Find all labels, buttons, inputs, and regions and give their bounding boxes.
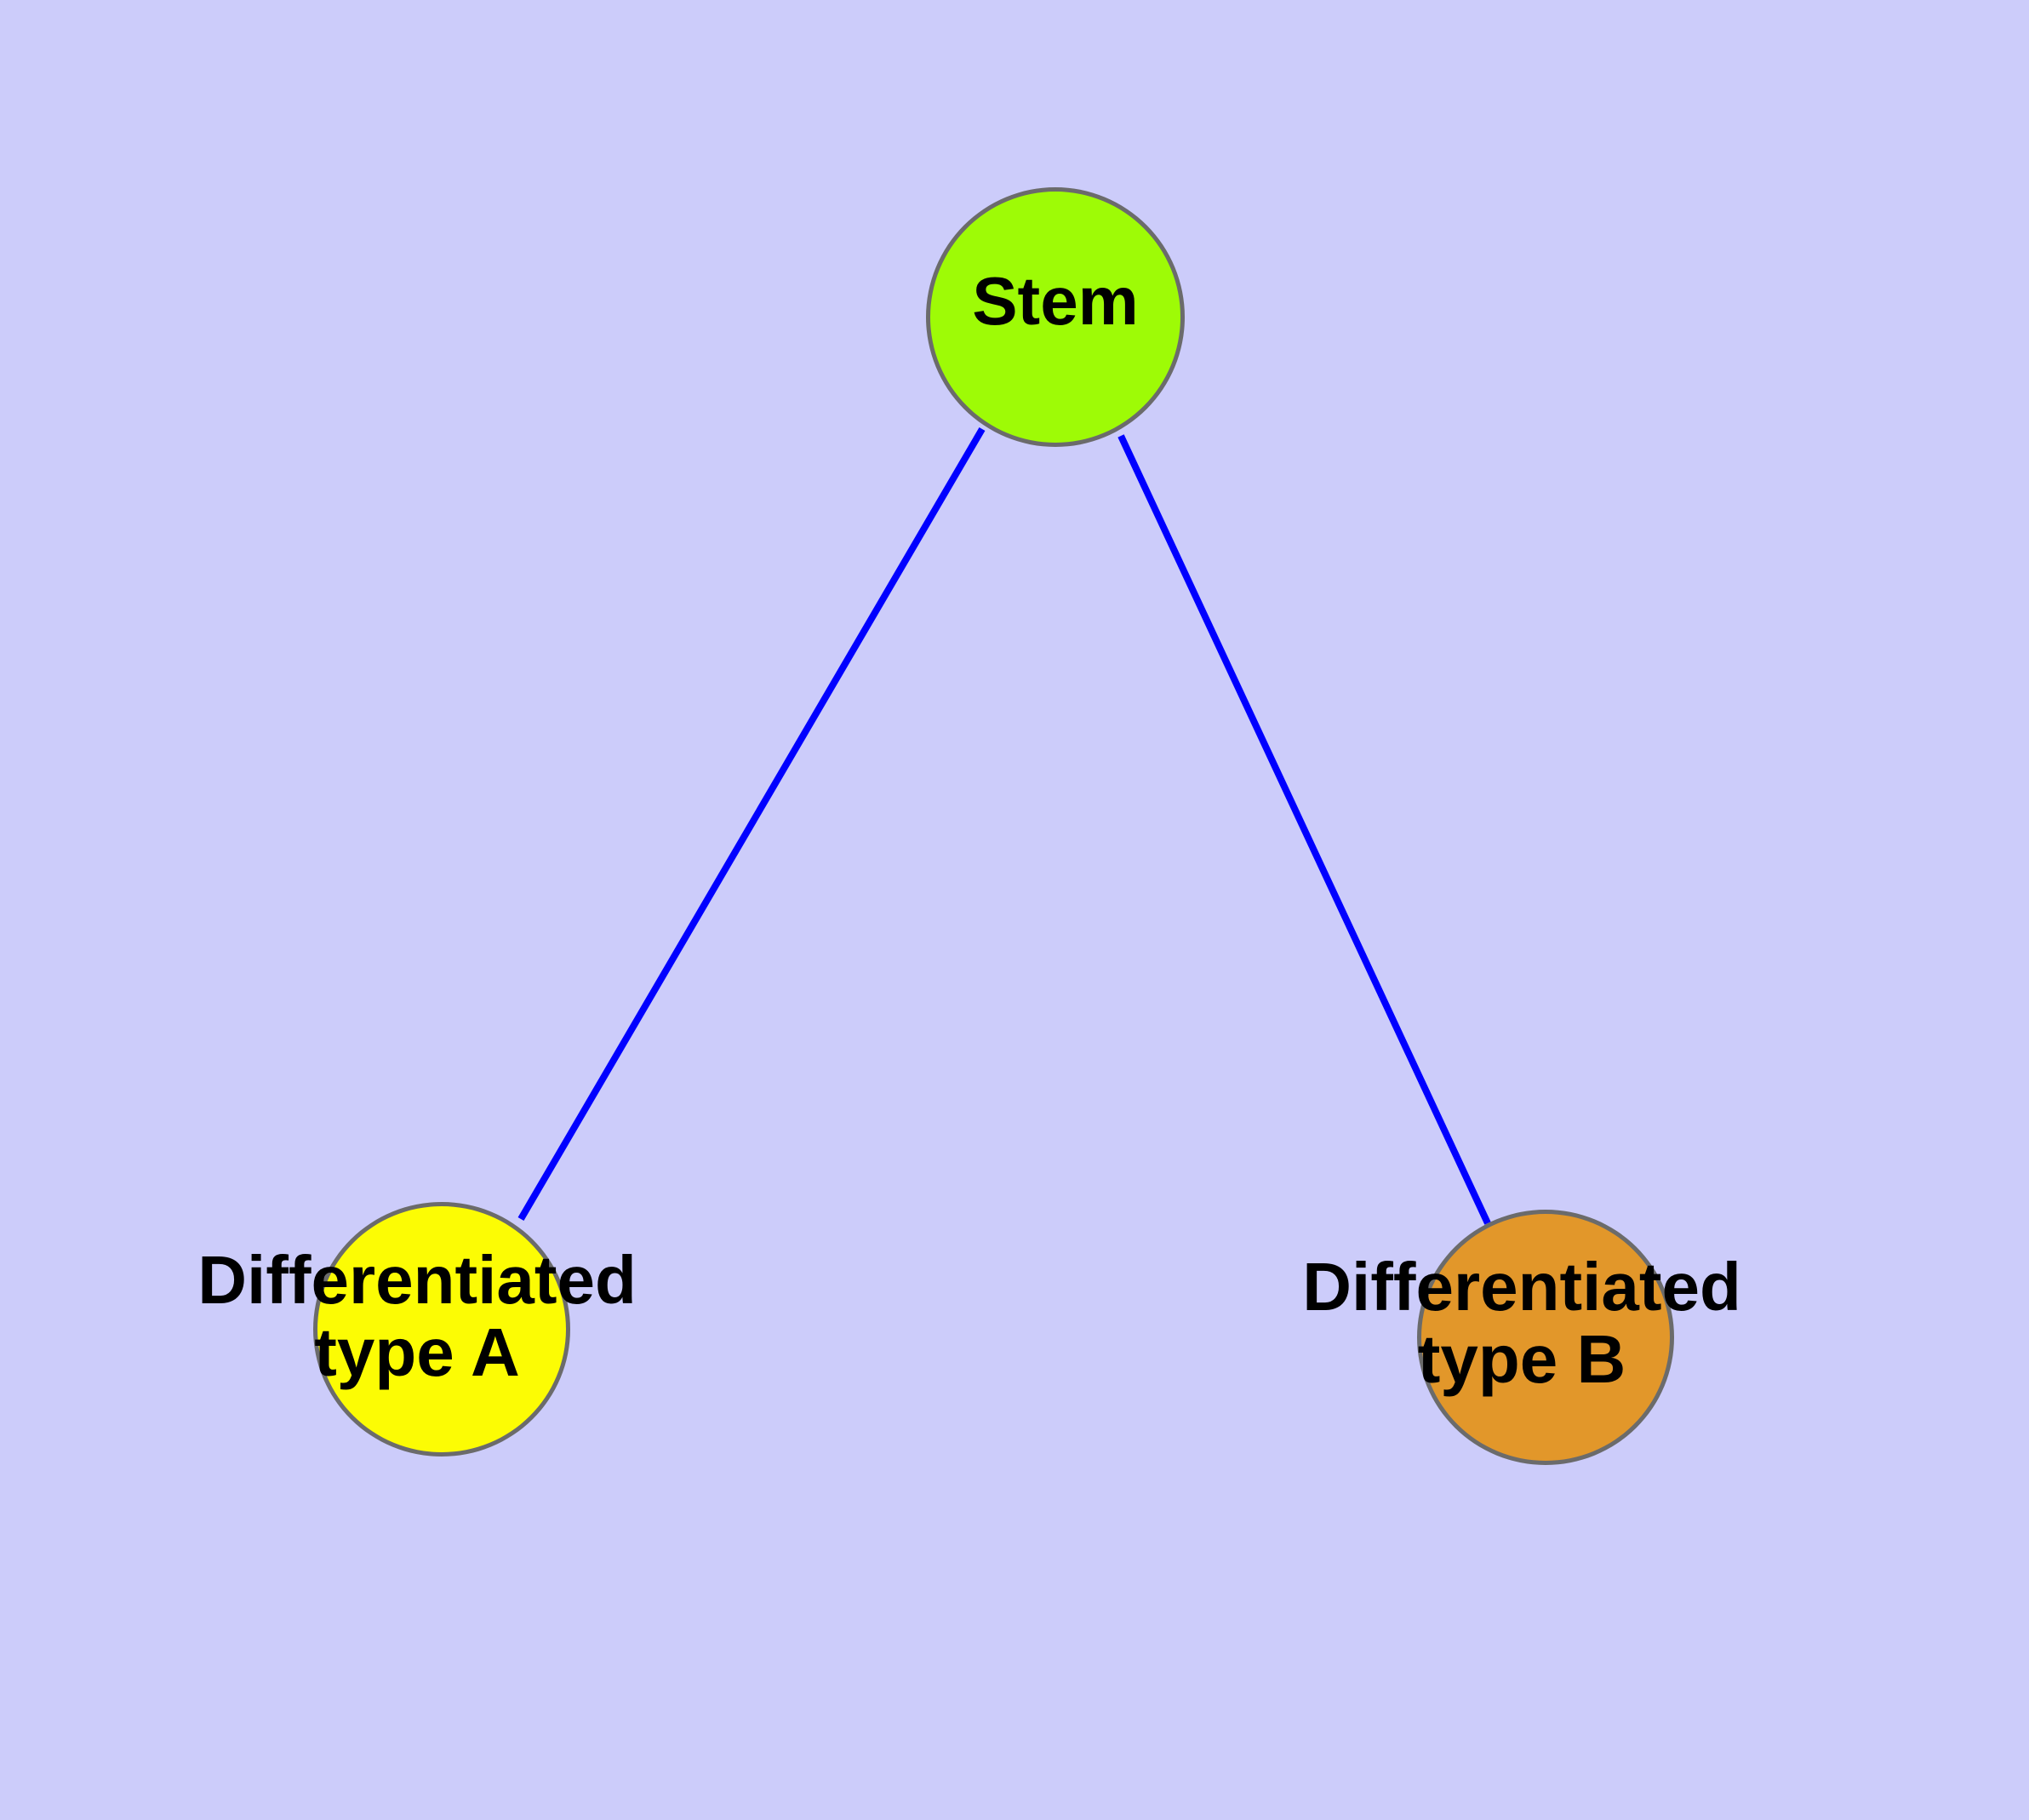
node-differentiated-type-a[interactable] xyxy=(313,1202,570,1457)
node-differentiated-type-b[interactable] xyxy=(1417,1210,1674,1465)
edge-stem-to-type-a[interactable] xyxy=(517,426,986,1222)
edge-stem-to-type-b[interactable] xyxy=(1117,434,1491,1225)
node-stem[interactable] xyxy=(926,187,1185,447)
